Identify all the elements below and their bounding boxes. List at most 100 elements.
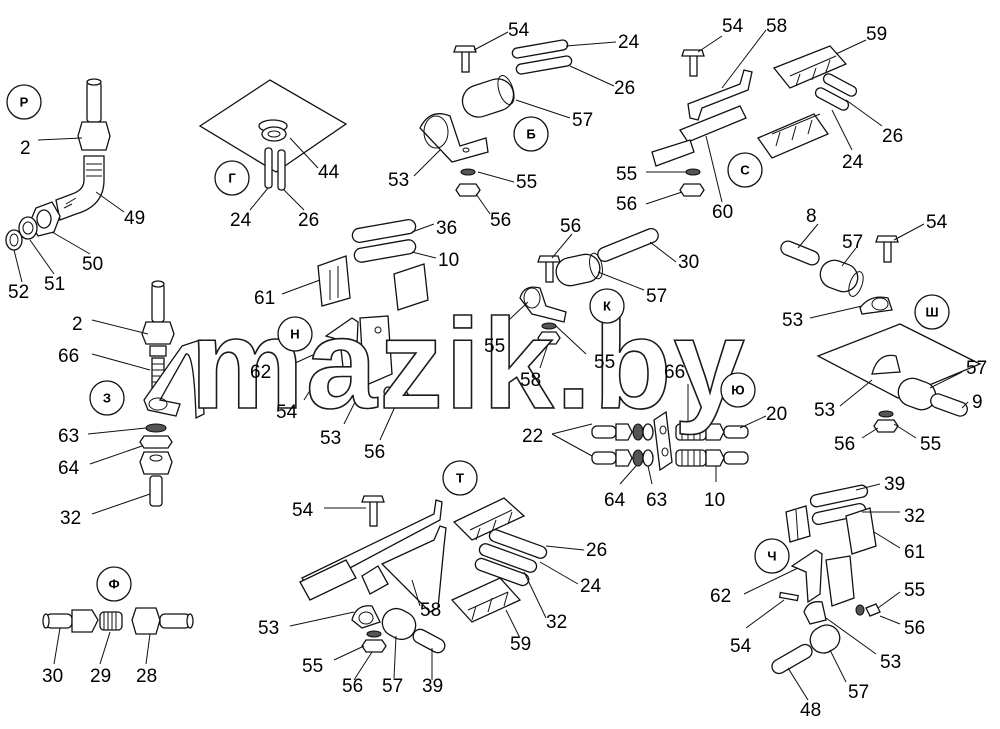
callout-k-55b: 55 <box>594 352 615 373</box>
callout-ch-57: 57 <box>848 682 869 703</box>
callout-sh-55: 55 <box>920 434 941 455</box>
part-number-callouts: 2 49 50 51 52 44 24 26 54 24 26 57 53 55… <box>8 16 987 721</box>
callout-yu-64: 64 <box>604 490 626 511</box>
callout-k-57: 57 <box>646 286 667 307</box>
group-marker-t: Т <box>442 460 478 496</box>
callout-g-44: 44 <box>318 162 340 183</box>
callout-t-58: 58 <box>420 600 441 621</box>
callout-ch-54: 54 <box>730 636 752 657</box>
callout-f-30: 30 <box>42 666 63 687</box>
callout-sh-56: 56 <box>834 434 855 455</box>
group-marker-sh: Ш <box>914 294 950 330</box>
callout-p-2: 2 <box>20 138 31 159</box>
callout-t-57: 57 <box>382 676 403 697</box>
callout-n-36: 36 <box>436 218 457 239</box>
group-marker-s-label: С <box>740 163 750 178</box>
callout-z-32: 32 <box>60 508 81 529</box>
group-marker-k: К <box>589 288 625 324</box>
assembly-f-inline-fitting <box>42 607 194 665</box>
callout-f-28: 28 <box>136 666 157 687</box>
callout-s-58: 58 <box>766 16 787 37</box>
callout-g-24: 24 <box>230 210 252 231</box>
group-marker-p: Р <box>6 84 42 120</box>
callout-sh-54: 54 <box>926 212 948 233</box>
callout-k-58: 58 <box>520 370 541 391</box>
callout-t-26: 26 <box>586 540 607 561</box>
group-marker-g-label: Г <box>228 171 236 186</box>
callout-n-56: 56 <box>364 442 385 463</box>
callout-n-62: 62 <box>250 362 271 383</box>
group-marker-f: Ф <box>96 566 132 602</box>
callout-t-24: 24 <box>580 576 602 597</box>
group-marker-f-label: Ф <box>108 577 119 592</box>
callout-sh-53b: 53 <box>814 400 835 421</box>
callout-b-55: 55 <box>516 172 537 193</box>
watermark-text: mazik.by <box>190 293 747 436</box>
callout-z-2: 2 <box>72 314 83 335</box>
callout-n-10: 10 <box>438 250 459 271</box>
callout-n-53: 53 <box>320 428 341 449</box>
callout-s-60: 60 <box>712 202 733 223</box>
callout-k-55a: 55 <box>484 336 505 357</box>
callout-t-54: 54 <box>292 500 314 521</box>
callout-yu-20: 20 <box>766 404 787 425</box>
callout-g-26: 26 <box>298 210 319 231</box>
callout-s-54: 54 <box>722 16 744 37</box>
callout-ch-56: 56 <box>904 618 925 639</box>
assembly-g-plate-grommet <box>198 79 348 211</box>
callout-ch-61: 61 <box>904 542 925 563</box>
group-marker-b: Б <box>513 116 549 152</box>
callout-ch-39: 39 <box>884 474 905 495</box>
callout-s-24: 24 <box>842 152 864 173</box>
group-marker-t-label: Т <box>456 471 464 486</box>
group-marker-n: Н <box>277 316 313 352</box>
assembly-b-clamp-sleeve <box>413 31 617 215</box>
callout-ch-48: 48 <box>800 700 821 721</box>
callout-yu-10: 10 <box>704 490 725 511</box>
callout-s-59: 59 <box>866 24 887 45</box>
callout-sh-57a: 57 <box>842 232 863 253</box>
group-marker-g: Г <box>214 160 250 196</box>
group-marker-n-label: Н <box>290 327 299 342</box>
group-marker-ch-label: Ч <box>767 549 776 564</box>
group-marker-z-label: З <box>103 391 111 406</box>
assembly-t-bracket-blocks <box>289 495 585 681</box>
callout-ch-55: 55 <box>904 580 925 601</box>
group-marker-z: З <box>89 380 125 416</box>
callout-p-50: 50 <box>82 254 103 275</box>
callout-t-55: 55 <box>302 656 323 677</box>
callout-k-30: 30 <box>678 252 699 273</box>
group-marker-k-label: К <box>603 299 611 314</box>
callout-sh-57b: 57 <box>966 358 987 379</box>
callout-z-63: 63 <box>58 426 79 447</box>
assembly-ch-bracket-blocks <box>743 483 901 701</box>
callout-b-26: 26 <box>614 78 635 99</box>
group-marker-yu: Ю <box>720 372 756 408</box>
callout-n-54: 54 <box>276 402 298 423</box>
callout-yu-63: 63 <box>646 490 667 511</box>
callout-t-53: 53 <box>258 618 279 639</box>
callout-ch-53: 53 <box>880 652 901 673</box>
callout-sh-53a: 53 <box>782 310 803 331</box>
callout-sh-8: 8 <box>806 206 817 227</box>
assembly-z-vertical-fitting <box>87 280 205 515</box>
group-marker-p-label: Р <box>20 95 29 110</box>
callout-t-32: 32 <box>546 612 567 633</box>
group-marker-sh-label: Ш <box>925 305 938 320</box>
callout-b-54: 54 <box>508 20 530 41</box>
callout-s-26: 26 <box>882 126 903 147</box>
callout-p-52: 52 <box>8 282 29 303</box>
callout-t-56: 56 <box>342 676 363 697</box>
callout-b-53: 53 <box>388 170 409 191</box>
assembly-p-elbow-fitting <box>5 78 125 283</box>
callout-ch-32: 32 <box>904 506 925 527</box>
group-marker-ch: Ч <box>754 538 790 574</box>
assembly-n-bracket-blocks <box>279 219 437 441</box>
callout-t-39: 39 <box>422 676 443 697</box>
group-marker-yu-label: Ю <box>731 383 744 398</box>
callout-z-64: 64 <box>58 458 80 479</box>
callout-n-61: 61 <box>254 288 275 309</box>
callout-f-29: 29 <box>90 666 111 687</box>
